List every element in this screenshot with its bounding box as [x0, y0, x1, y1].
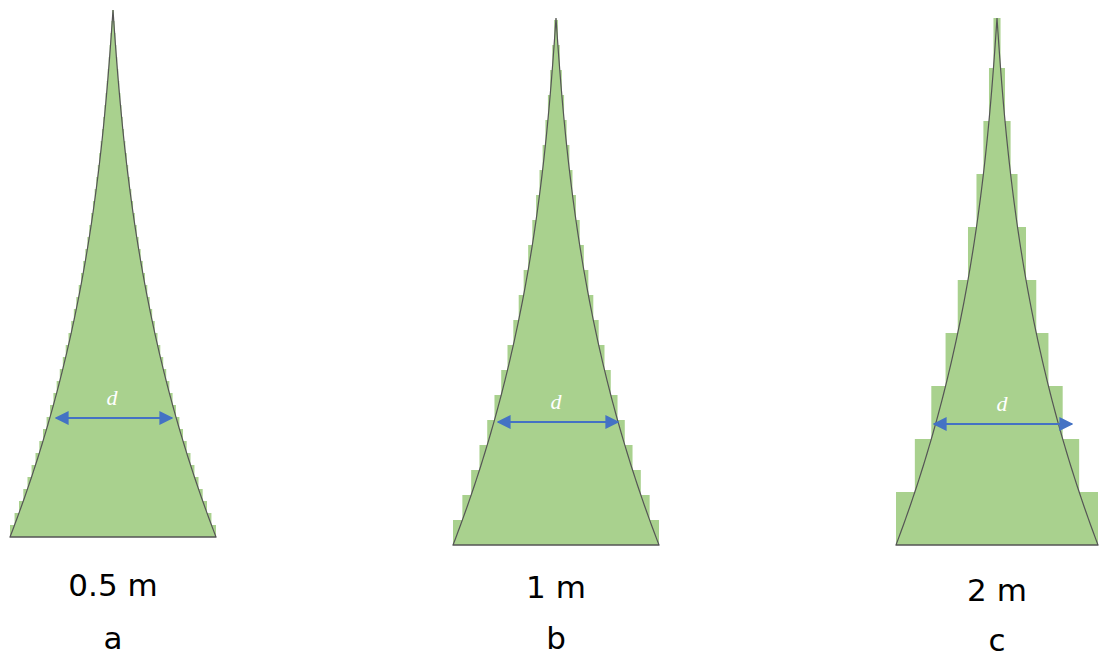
diameter-arrow [498, 421, 618, 423]
resolution-label: 0.5 m [68, 568, 157, 602]
tree-crown [10, 10, 216, 537]
stair-profile [896, 18, 1098, 545]
resolution-label: 1 m [526, 570, 586, 604]
diameter-label: d [997, 392, 1008, 416]
crown-base [896, 545, 1098, 546]
tree-crown [453, 18, 659, 545]
stair-profile [453, 18, 659, 545]
crown-curve [896, 18, 1098, 545]
diameter-arrow [56, 417, 172, 419]
crown-base [453, 545, 659, 546]
panel-letter: c [988, 623, 1005, 657]
crown-curve [453, 18, 659, 545]
crown-base [10, 537, 216, 538]
stair-profile [10, 10, 216, 537]
panel-letter: b [546, 621, 566, 655]
diameter-arrow [934, 423, 1072, 425]
diameter-label: d [107, 386, 118, 410]
tree-crown [896, 18, 1098, 545]
diameter-label: d [551, 390, 562, 414]
panel-letter: a [104, 621, 123, 655]
crown-curve [10, 10, 216, 537]
resolution-label: 2 m [967, 573, 1027, 607]
